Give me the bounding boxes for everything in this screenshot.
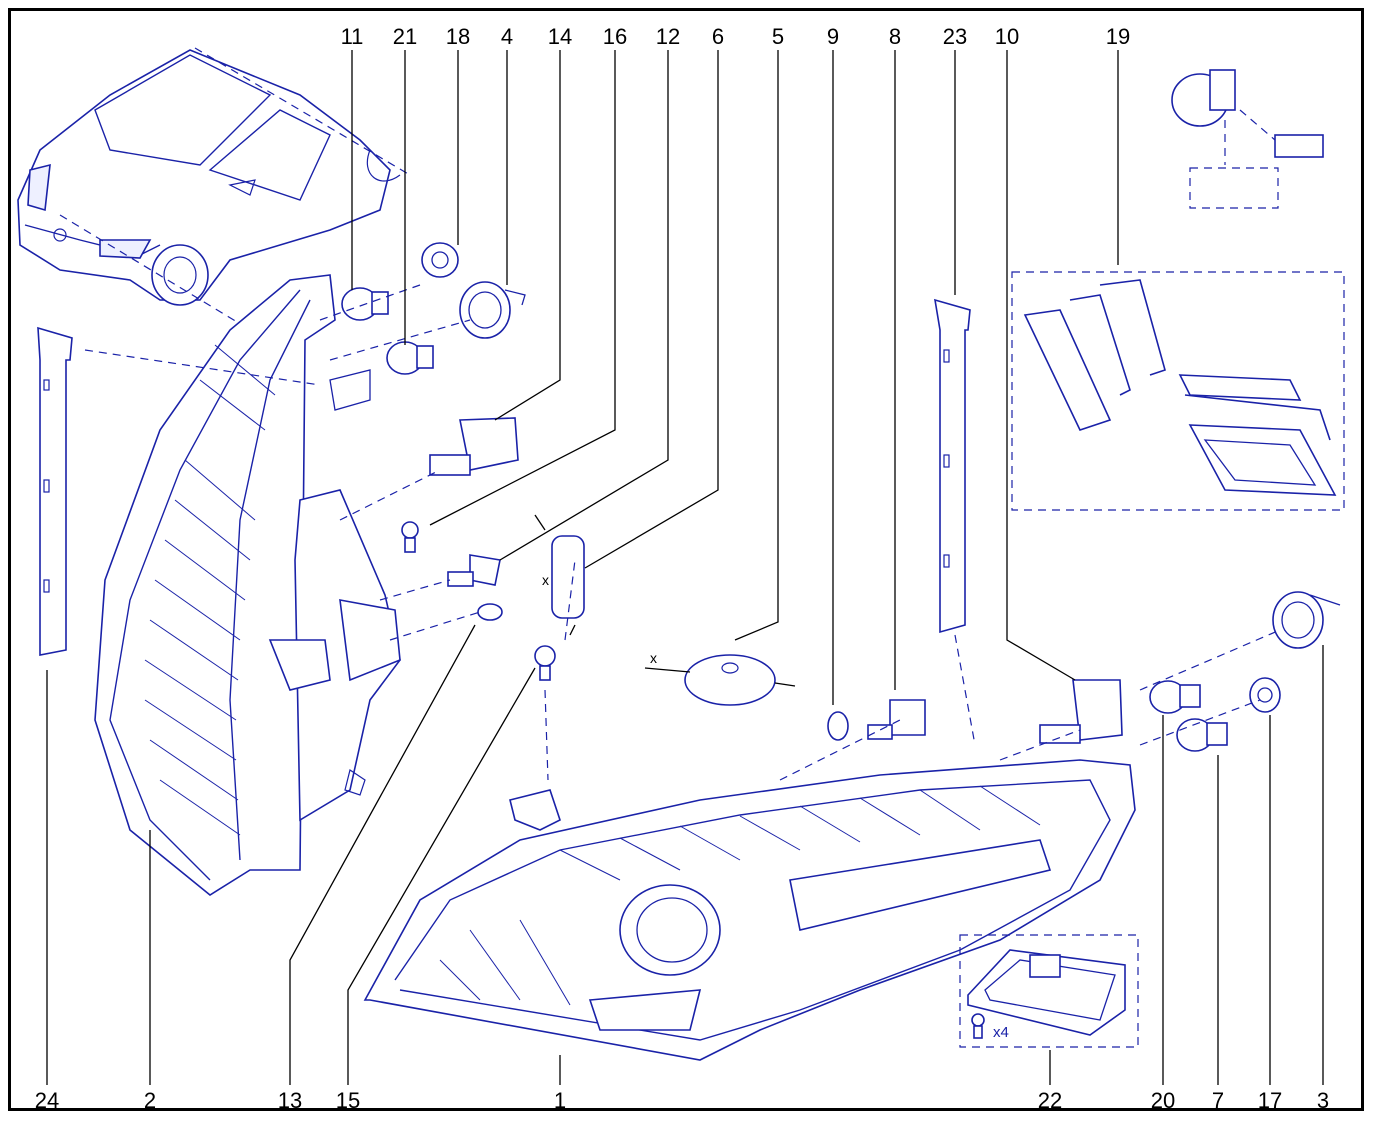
x-marker-6: x xyxy=(542,572,549,588)
callout-15: 15 xyxy=(335,1088,361,1113)
callout-2: 2 xyxy=(143,1088,157,1113)
quantity-label-22: x4 xyxy=(993,1024,1009,1041)
callout-10: 10 xyxy=(994,24,1020,49)
callout-1: 1 xyxy=(553,1088,567,1113)
callout-4: 4 xyxy=(500,24,514,49)
callout-8: 8 xyxy=(888,24,902,49)
callout-16: 16 xyxy=(602,24,628,49)
callout-19: 19 xyxy=(1105,24,1131,49)
bulb-7 xyxy=(1176,718,1228,752)
callout-20: 20 xyxy=(1150,1088,1176,1113)
screw-15 xyxy=(534,645,556,681)
callout-13: 13 xyxy=(277,1088,303,1113)
cover-5 xyxy=(684,654,776,706)
bulb-21 xyxy=(386,341,434,375)
callout-14: 14 xyxy=(547,24,573,49)
callout-24: 24 xyxy=(34,1088,60,1113)
bulb-detail xyxy=(1171,69,1324,209)
callout-3: 3 xyxy=(1316,1088,1330,1113)
bulb-holder-17 xyxy=(1249,677,1281,713)
callout-7: 7 xyxy=(1211,1088,1225,1113)
callout-9: 9 xyxy=(826,24,840,49)
control-module-22 xyxy=(959,934,1139,1048)
callout-5: 5 xyxy=(771,24,785,49)
bulb-9 xyxy=(827,711,849,741)
bulb-20 xyxy=(1149,680,1201,714)
callout-12: 12 xyxy=(655,24,681,49)
h7-bulb-8 xyxy=(867,699,926,740)
cap-3 xyxy=(1272,591,1341,649)
car-illustration xyxy=(17,49,401,306)
callout-23: 23 xyxy=(942,24,968,49)
callout-22: 22 xyxy=(1037,1088,1063,1113)
callout-17: 17 xyxy=(1257,1088,1283,1113)
callout-6: 6 xyxy=(711,24,725,49)
callout-21: 21 xyxy=(392,24,418,49)
left-headlight xyxy=(94,274,401,896)
x-marker-5: x xyxy=(650,650,657,666)
main-headlight xyxy=(363,759,1136,1061)
xenon-bulb-10 xyxy=(1039,679,1123,744)
right-mounting-strip xyxy=(934,298,971,634)
bulb-13 xyxy=(477,603,503,621)
cover-6 xyxy=(551,535,585,619)
cap-4 xyxy=(459,281,526,339)
callout-11: 11 xyxy=(340,24,364,49)
xenon-bulb-14 xyxy=(429,417,519,476)
h7-bulb-12 xyxy=(447,554,501,587)
screw-16 xyxy=(401,521,419,553)
bulb-holder-18 xyxy=(421,242,459,278)
left-mounting-strip xyxy=(37,326,73,656)
repair-kit-19 xyxy=(1011,271,1345,511)
callout-18: 18 xyxy=(445,24,471,49)
diagram-frame xyxy=(8,8,1364,1111)
bulb-11 xyxy=(341,287,389,321)
